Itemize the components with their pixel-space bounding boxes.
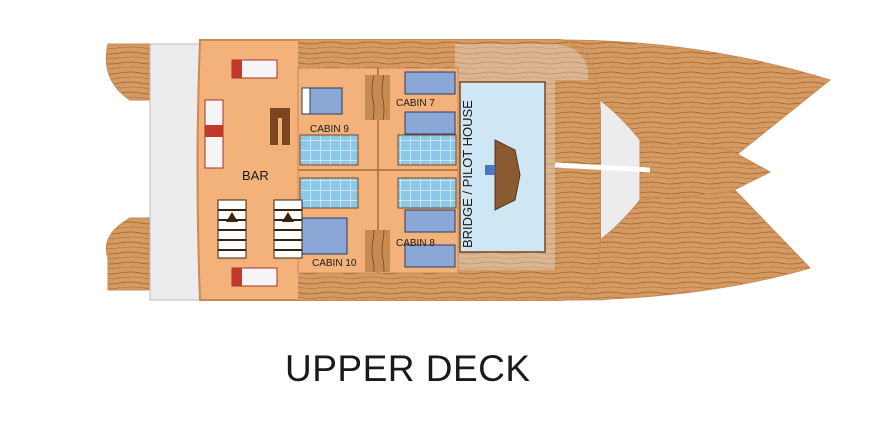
wood-deck-top xyxy=(298,40,463,68)
bed-cabin8-top xyxy=(404,209,456,233)
bed-cabin7-bottom xyxy=(404,111,456,135)
stairs-left xyxy=(217,199,247,259)
bridge-mast xyxy=(554,162,651,173)
beds xyxy=(301,71,456,268)
stairs-right xyxy=(273,199,303,259)
label-cabin8: CABIN 8 xyxy=(396,238,435,249)
bed-cabin10 xyxy=(301,217,348,255)
bridge-console xyxy=(494,139,521,211)
bathroom-cabin9 xyxy=(299,134,359,166)
bar-counter xyxy=(270,108,290,145)
closet-cabin9 xyxy=(365,75,390,120)
stair-arrow-icon xyxy=(226,212,238,222)
bow-center-prong xyxy=(639,139,772,201)
label-bar: BAR xyxy=(242,168,269,183)
label-cabin9: CABIN 9 xyxy=(310,124,349,135)
label-cabin7: CABIN 7 xyxy=(396,98,435,109)
label-cabin10: CABIN 10 xyxy=(312,258,357,269)
bed-cabin8-bottom xyxy=(404,244,456,268)
deck-title: UPPER DECK xyxy=(285,348,531,389)
bathroom-cabin8 xyxy=(397,177,457,209)
wood-deck-bottom xyxy=(298,270,463,300)
bed-cabin7-top xyxy=(404,71,456,95)
closet-cabin10 xyxy=(365,230,390,272)
stair-arrow-icon xyxy=(282,212,294,222)
bathroom-cabin10 xyxy=(299,177,359,209)
bathroom-cabin7 xyxy=(397,134,457,166)
label-bridge: BRIDGE / PILOT HOUSE xyxy=(460,100,475,248)
helm-icon xyxy=(485,165,495,175)
